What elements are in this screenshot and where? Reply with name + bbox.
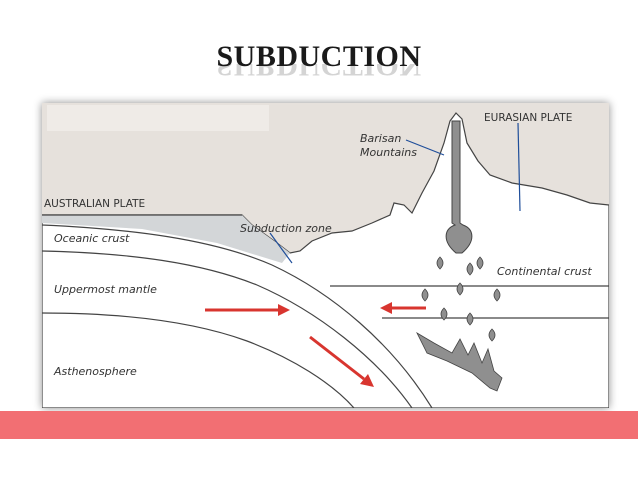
- subduction-pointer: [269, 232, 293, 264]
- earth-body: [42, 112, 609, 408]
- label-oceanic-crust: Oceanic crust: [54, 232, 130, 245]
- magma-droplet: [476, 256, 484, 270]
- magma-droplet: [456, 282, 464, 296]
- label-barisan-2: Mountains: [360, 146, 417, 159]
- magma-droplet: [466, 312, 474, 326]
- label-eurasian-plate: EURASIAN PLATE: [484, 112, 572, 124]
- label-barisan-1: Barisan: [360, 132, 401, 145]
- diagram-svg: EURASIAN PLATE Barisan Mountains AUSTRAL…: [42, 103, 609, 408]
- barisan-pointer: [405, 139, 445, 156]
- label-australian-plate: AUSTRALIAN PLATE: [44, 198, 145, 210]
- footer-bar: [0, 411, 638, 439]
- motion-arrows: [205, 302, 426, 387]
- label-asthenosphere: Asthenosphere: [53, 365, 137, 378]
- magma-droplet: [440, 307, 448, 321]
- sky-highlight: [47, 105, 269, 131]
- magma-droplet: [436, 256, 444, 270]
- magma-droplets: [421, 256, 501, 342]
- magma-droplet: [493, 288, 501, 302]
- magma-droplet: [466, 262, 474, 276]
- arrow-down-right: [309, 335, 374, 387]
- magma-droplet: [421, 288, 429, 302]
- slab-top-line: [42, 224, 433, 408]
- title-reflection: SUBDUCTION: [0, 64, 638, 80]
- title-text: SUBDUCTION: [216, 40, 422, 73]
- label-subduction-zone: Subduction zone: [240, 222, 332, 235]
- label-uppermost-mantle: Uppermost mantle: [54, 283, 157, 296]
- arrow-right: [205, 304, 290, 316]
- arrow-left: [380, 302, 426, 314]
- magma-droplet: [488, 328, 496, 342]
- slab-crust-line: [42, 250, 413, 408]
- slab-bottom-line: [42, 312, 355, 408]
- eurasian-pointer: [517, 122, 521, 212]
- label-continental-crust: Continental crust: [497, 265, 592, 278]
- volcano-conduit: [445, 120, 473, 254]
- magma-melt-zone: [416, 331, 503, 392]
- subduction-diagram: EURASIAN PLATE Barisan Mountains AUSTRAL…: [42, 103, 609, 408]
- ocean-water: [42, 215, 290, 263]
- slide-title: SUBDUCTION SUBDUCTION: [0, 40, 638, 80]
